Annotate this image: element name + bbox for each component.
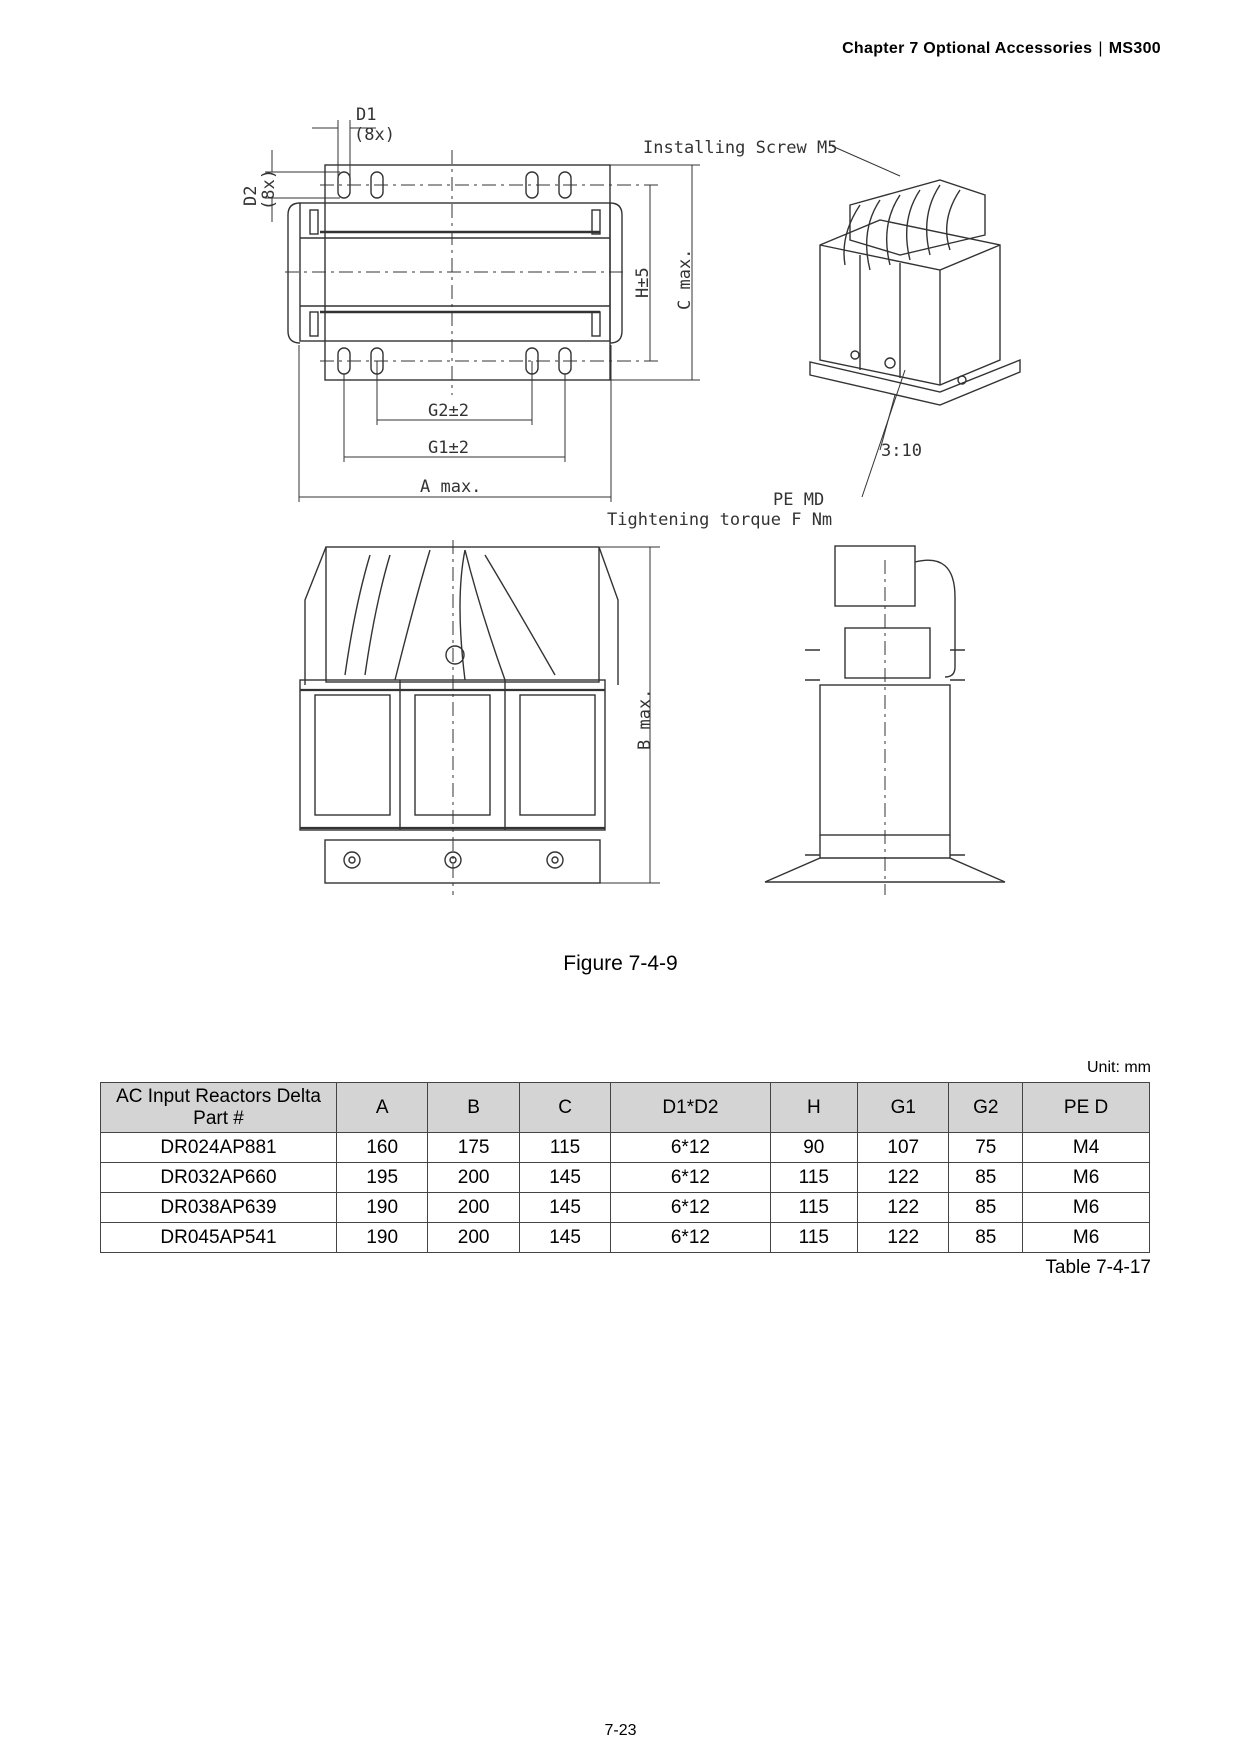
reactor-spec-table: AC Input Reactors Delta Part # A B C D1*… bbox=[100, 1082, 1150, 1253]
isometric-view: 3:10 bbox=[809, 179, 1021, 461]
header-separator: | bbox=[1098, 40, 1103, 57]
header-c: C bbox=[518, 1082, 612, 1133]
header-d1d2: D1*D2 bbox=[610, 1082, 771, 1133]
header-b: B bbox=[427, 1082, 520, 1133]
top-view-labels: D1 (8x) D2 (8x) Installing Screw M5 H±5 … bbox=[241, 105, 837, 530]
chapter-title: Chapter 7 Optional Accessories bbox=[842, 40, 1093, 57]
label-pe: PE MD bbox=[773, 490, 824, 510]
label-g2: G2±2 bbox=[428, 401, 469, 421]
figure-caption: Figure 7-4-9 bbox=[563, 952, 678, 975]
table-unit: Unit: mm bbox=[1087, 1059, 1151, 1076]
label-d2: D2 bbox=[241, 186, 261, 206]
table-caption: Table 7-4-17 bbox=[1045, 1257, 1151, 1278]
front-view: B max. bbox=[299, 540, 660, 895]
header-a: A bbox=[335, 1082, 429, 1133]
top-view bbox=[265, 120, 700, 502]
label-a: A max. bbox=[420, 477, 481, 497]
label-h: H±5 bbox=[633, 267, 653, 298]
label-torque: Tightening torque F Nm bbox=[607, 510, 832, 530]
side-view bbox=[764, 545, 1006, 895]
label-d1: D1 bbox=[356, 105, 376, 125]
table-header-row: AC Input Reactors Delta Part # A B C D1*… bbox=[100, 1082, 1150, 1133]
header-h: H bbox=[769, 1082, 859, 1133]
model-name: MS300 bbox=[1108, 40, 1161, 57]
header-g2: G2 bbox=[948, 1082, 1024, 1133]
label-b: B max. bbox=[635, 689, 655, 750]
header-part: AC Input Reactors Delta Part # bbox=[100, 1082, 337, 1133]
label-ratio: 3:10 bbox=[881, 441, 922, 461]
label-d2-count: (8x) bbox=[259, 169, 279, 210]
page-number: 7-23 bbox=[604, 1722, 637, 1739]
label-installing-screw: Installing Screw M5 bbox=[643, 138, 837, 158]
label-g1: G1±2 bbox=[428, 438, 469, 458]
label-c: C max. bbox=[675, 249, 695, 310]
page-header: Chapter 7 Optional Accessories | MS300 bbox=[842, 40, 1161, 58]
reactor-dimension-drawing: D1 (8x) D2 (8x) Installing Screw M5 H±5 … bbox=[241, 105, 1021, 895]
header-g1: G1 bbox=[857, 1082, 950, 1133]
label-d1-count: (8x) bbox=[354, 125, 395, 145]
header-pe: PE D bbox=[1022, 1082, 1150, 1133]
